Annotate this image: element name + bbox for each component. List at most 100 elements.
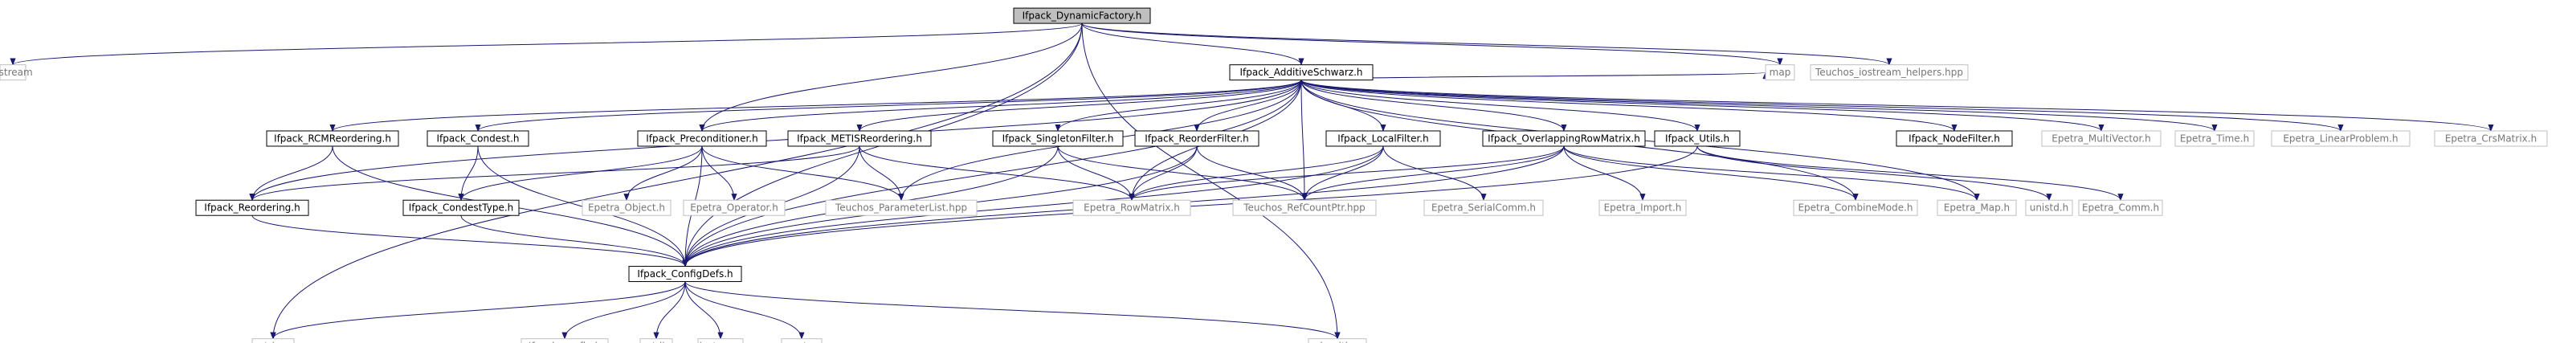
node-utils-label: Ifpack_Utils.h bbox=[1665, 133, 1729, 144]
node-unistd-label: unistd.h bbox=[2030, 202, 2069, 214]
edge-additiveschwarz-to-time bbox=[1300, 80, 2218, 132]
node-configdefs[interactable]: Ifpack_ConfigDefs.h bbox=[628, 266, 742, 283]
node-localfilter[interactable]: Ifpack_LocalFilter.h bbox=[1325, 130, 1441, 147]
edge-utils-to-configdefs bbox=[682, 145, 1698, 267]
node-ostream: ostream bbox=[0, 64, 33, 81]
edge-metisreordering-to-reordering bbox=[249, 145, 860, 202]
edge-condest-to-configdefs bbox=[477, 145, 688, 267]
node-rcpptr-box bbox=[1232, 199, 1377, 216]
node-condesttype[interactable]: Ifpack_CondestType.h bbox=[402, 199, 520, 216]
node-utils[interactable]: Ifpack_Utils.h bbox=[1654, 130, 1741, 147]
node-rcmreordering-label: Ifpack_RCMReordering.h bbox=[274, 133, 391, 144]
node-epetra_object-box bbox=[582, 199, 672, 216]
edge-dynamicfactory-to-additiveschwarz bbox=[1081, 22, 1304, 66]
node-crsmatrix-label: Epetra_CrsMatrix.h bbox=[2445, 133, 2537, 144]
edge-localfilter-to-rowmatrix bbox=[1129, 145, 1384, 202]
node-unistd: unistd.h bbox=[2025, 199, 2073, 216]
node-string-label: string bbox=[259, 341, 287, 343]
node-rcpptr-label: Teuchos_RefCountPtr.hpp bbox=[1243, 202, 1366, 214]
node-time-label: Epetra_Time.h bbox=[2180, 133, 2249, 144]
node-parameterlist: Teuchos_ParameterList.hpp bbox=[825, 199, 978, 216]
node-serialcomm: Epetra_SerialComm.h bbox=[1423, 199, 1544, 216]
edge-additiveschwarz-to-utils bbox=[1300, 80, 1700, 132]
node-reorderfilter[interactable]: Ifpack_ReorderFilter.h bbox=[1134, 130, 1259, 147]
node-condest-box bbox=[427, 130, 529, 147]
node-map: map bbox=[1765, 64, 1795, 81]
node-condesttype-box bbox=[402, 199, 520, 216]
node-combinemode-box bbox=[1793, 199, 1918, 216]
node-epetra_map-box bbox=[1937, 199, 2017, 216]
edge-overlappingrowmatrix-to-rcpptr bbox=[1301, 145, 1565, 202]
node-overlappingrowmatrix[interactable]: Ifpack_OverlappingRowMatrix.h bbox=[1482, 130, 1646, 147]
node-epetra_map-label: Epetra_Map.h bbox=[1944, 202, 2010, 214]
edge-dynamicfactory-to-ostream bbox=[10, 22, 1083, 66]
node-teuchos_iostream-label: Teuchos_iostream_helpers.hpp bbox=[1815, 67, 1963, 78]
node-rcpptr: Teuchos_RefCountPtr.hpp bbox=[1232, 199, 1377, 216]
node-configdefs-box bbox=[628, 266, 742, 283]
node-ostream-box bbox=[0, 64, 27, 81]
node-cstdio: cstdio bbox=[639, 338, 673, 343]
edge-configdefs-to-ifpack_config bbox=[561, 281, 686, 340]
node-cstdio-label: cstdio bbox=[642, 341, 671, 343]
node-nodefilter[interactable]: Ifpack_NodeFilter.h bbox=[1896, 130, 2013, 147]
node-teuchos_iostream-box bbox=[1810, 64, 1969, 81]
edge-localfilter-to-configdefs bbox=[682, 145, 1384, 267]
node-epetra_import-label: Epetra_Import.h bbox=[1604, 202, 1682, 214]
node-metisreordering-box bbox=[787, 130, 932, 147]
node-time-box bbox=[2174, 130, 2255, 147]
node-combinemode: Epetra_CombineMode.h bbox=[1793, 199, 1918, 216]
edge-preconditioner-to-condesttype bbox=[458, 145, 703, 202]
node-reorderfilter-box bbox=[1134, 130, 1259, 147]
edge-additiveschwarz-to-nodefilter bbox=[1300, 80, 1958, 132]
node-combinemode-label: Epetra_CombineMode.h bbox=[1798, 202, 1913, 214]
node-ifpack_config-box bbox=[521, 338, 609, 343]
node-cstdio-box bbox=[639, 338, 673, 343]
node-reorderfilter-label: Ifpack_ReorderFilter.h bbox=[1145, 133, 1249, 144]
edge-preconditioner-to-epetra_operator bbox=[701, 145, 737, 202]
edge-singletonfilter-to-rowmatrix bbox=[1057, 145, 1135, 202]
node-linearproblem: Epetra_LinearProblem.h bbox=[2271, 130, 2411, 147]
edge-configdefs-to-string bbox=[270, 281, 686, 340]
edge-preconditioner-to-epetra_object bbox=[623, 145, 703, 202]
edge-additiveschwarz-to-preconditioner bbox=[699, 80, 1302, 132]
edge-singletonfilter-to-rcpptr bbox=[1057, 145, 1308, 202]
node-rowmatrix-box bbox=[1072, 199, 1191, 216]
node-linearproblem-label: Epetra_LinearProblem.h bbox=[2283, 133, 2398, 144]
node-algorithm: algorithm bbox=[1308, 338, 1367, 343]
node-epetra_object: Epetra_Object.h bbox=[582, 199, 672, 216]
edge-additiveschwarz-to-overlappingrowmatrix bbox=[1300, 80, 1567, 132]
node-singletonfilter[interactable]: Ifpack_SingletonFilter.h bbox=[992, 130, 1124, 147]
node-additiveschwarz[interactable]: Ifpack_AdditiveSchwarz.h bbox=[1229, 64, 1374, 81]
node-nodefilter-box bbox=[1896, 130, 2013, 147]
node-epetra_comm: Epetra_Comm.h bbox=[2078, 199, 2163, 216]
edge-overlappingrowmatrix-to-epetra_import bbox=[1563, 145, 1646, 202]
edge-additiveschwarz-to-rcpptr bbox=[1300, 80, 1308, 202]
node-singletonfilter-box bbox=[992, 130, 1124, 147]
node-ifpack_config-label: Ifpack_config.h bbox=[529, 341, 601, 343]
node-serialcomm-label: Epetra_SerialComm.h bbox=[1431, 202, 1536, 214]
node-additiveschwarz-label: Ifpack_AdditiveSchwarz.h bbox=[1239, 67, 1362, 78]
node-epetra_operator: Epetra_Operator.h bbox=[683, 199, 786, 216]
node-multivector: Epetra_MultiVector.h bbox=[2041, 130, 2162, 147]
node-iostream-label: iostream bbox=[700, 341, 742, 343]
node-iostream: iostream bbox=[697, 338, 744, 343]
node-reordering[interactable]: Ifpack_Reordering.h bbox=[195, 199, 309, 216]
node-algorithm-box bbox=[1308, 338, 1367, 343]
node-epetra_operator-box bbox=[683, 199, 786, 216]
node-teuchos_iostream: Teuchos_iostream_helpers.hpp bbox=[1810, 64, 1969, 81]
node-vector: vector bbox=[781, 338, 823, 343]
node-metisreordering[interactable]: Ifpack_METISReordering.h bbox=[787, 130, 932, 147]
node-multivector-box bbox=[2041, 130, 2162, 147]
node-condest[interactable]: Ifpack_Condest.h bbox=[427, 130, 529, 147]
node-dynamicfactory-label: Ifpack_DynamicFactory.h bbox=[1023, 10, 1142, 22]
node-map-box bbox=[1765, 64, 1795, 81]
node-preconditioner[interactable]: Ifpack_Preconditioner.h bbox=[637, 130, 767, 147]
node-linearproblem-box bbox=[2271, 130, 2411, 147]
node-rcmreordering[interactable]: Ifpack_RCMReordering.h bbox=[266, 130, 399, 147]
node-algorithm-label: algorithm bbox=[1314, 341, 1361, 343]
edge-additiveschwarz-to-condest bbox=[475, 80, 1302, 132]
node-configdefs-label: Ifpack_ConfigDefs.h bbox=[637, 268, 733, 280]
node-parameterlist-box bbox=[825, 199, 978, 216]
node-parameterlist-label: Teuchos_ParameterList.hpp bbox=[835, 202, 967, 214]
node-localfilter-label: Ifpack_LocalFilter.h bbox=[1337, 133, 1428, 144]
